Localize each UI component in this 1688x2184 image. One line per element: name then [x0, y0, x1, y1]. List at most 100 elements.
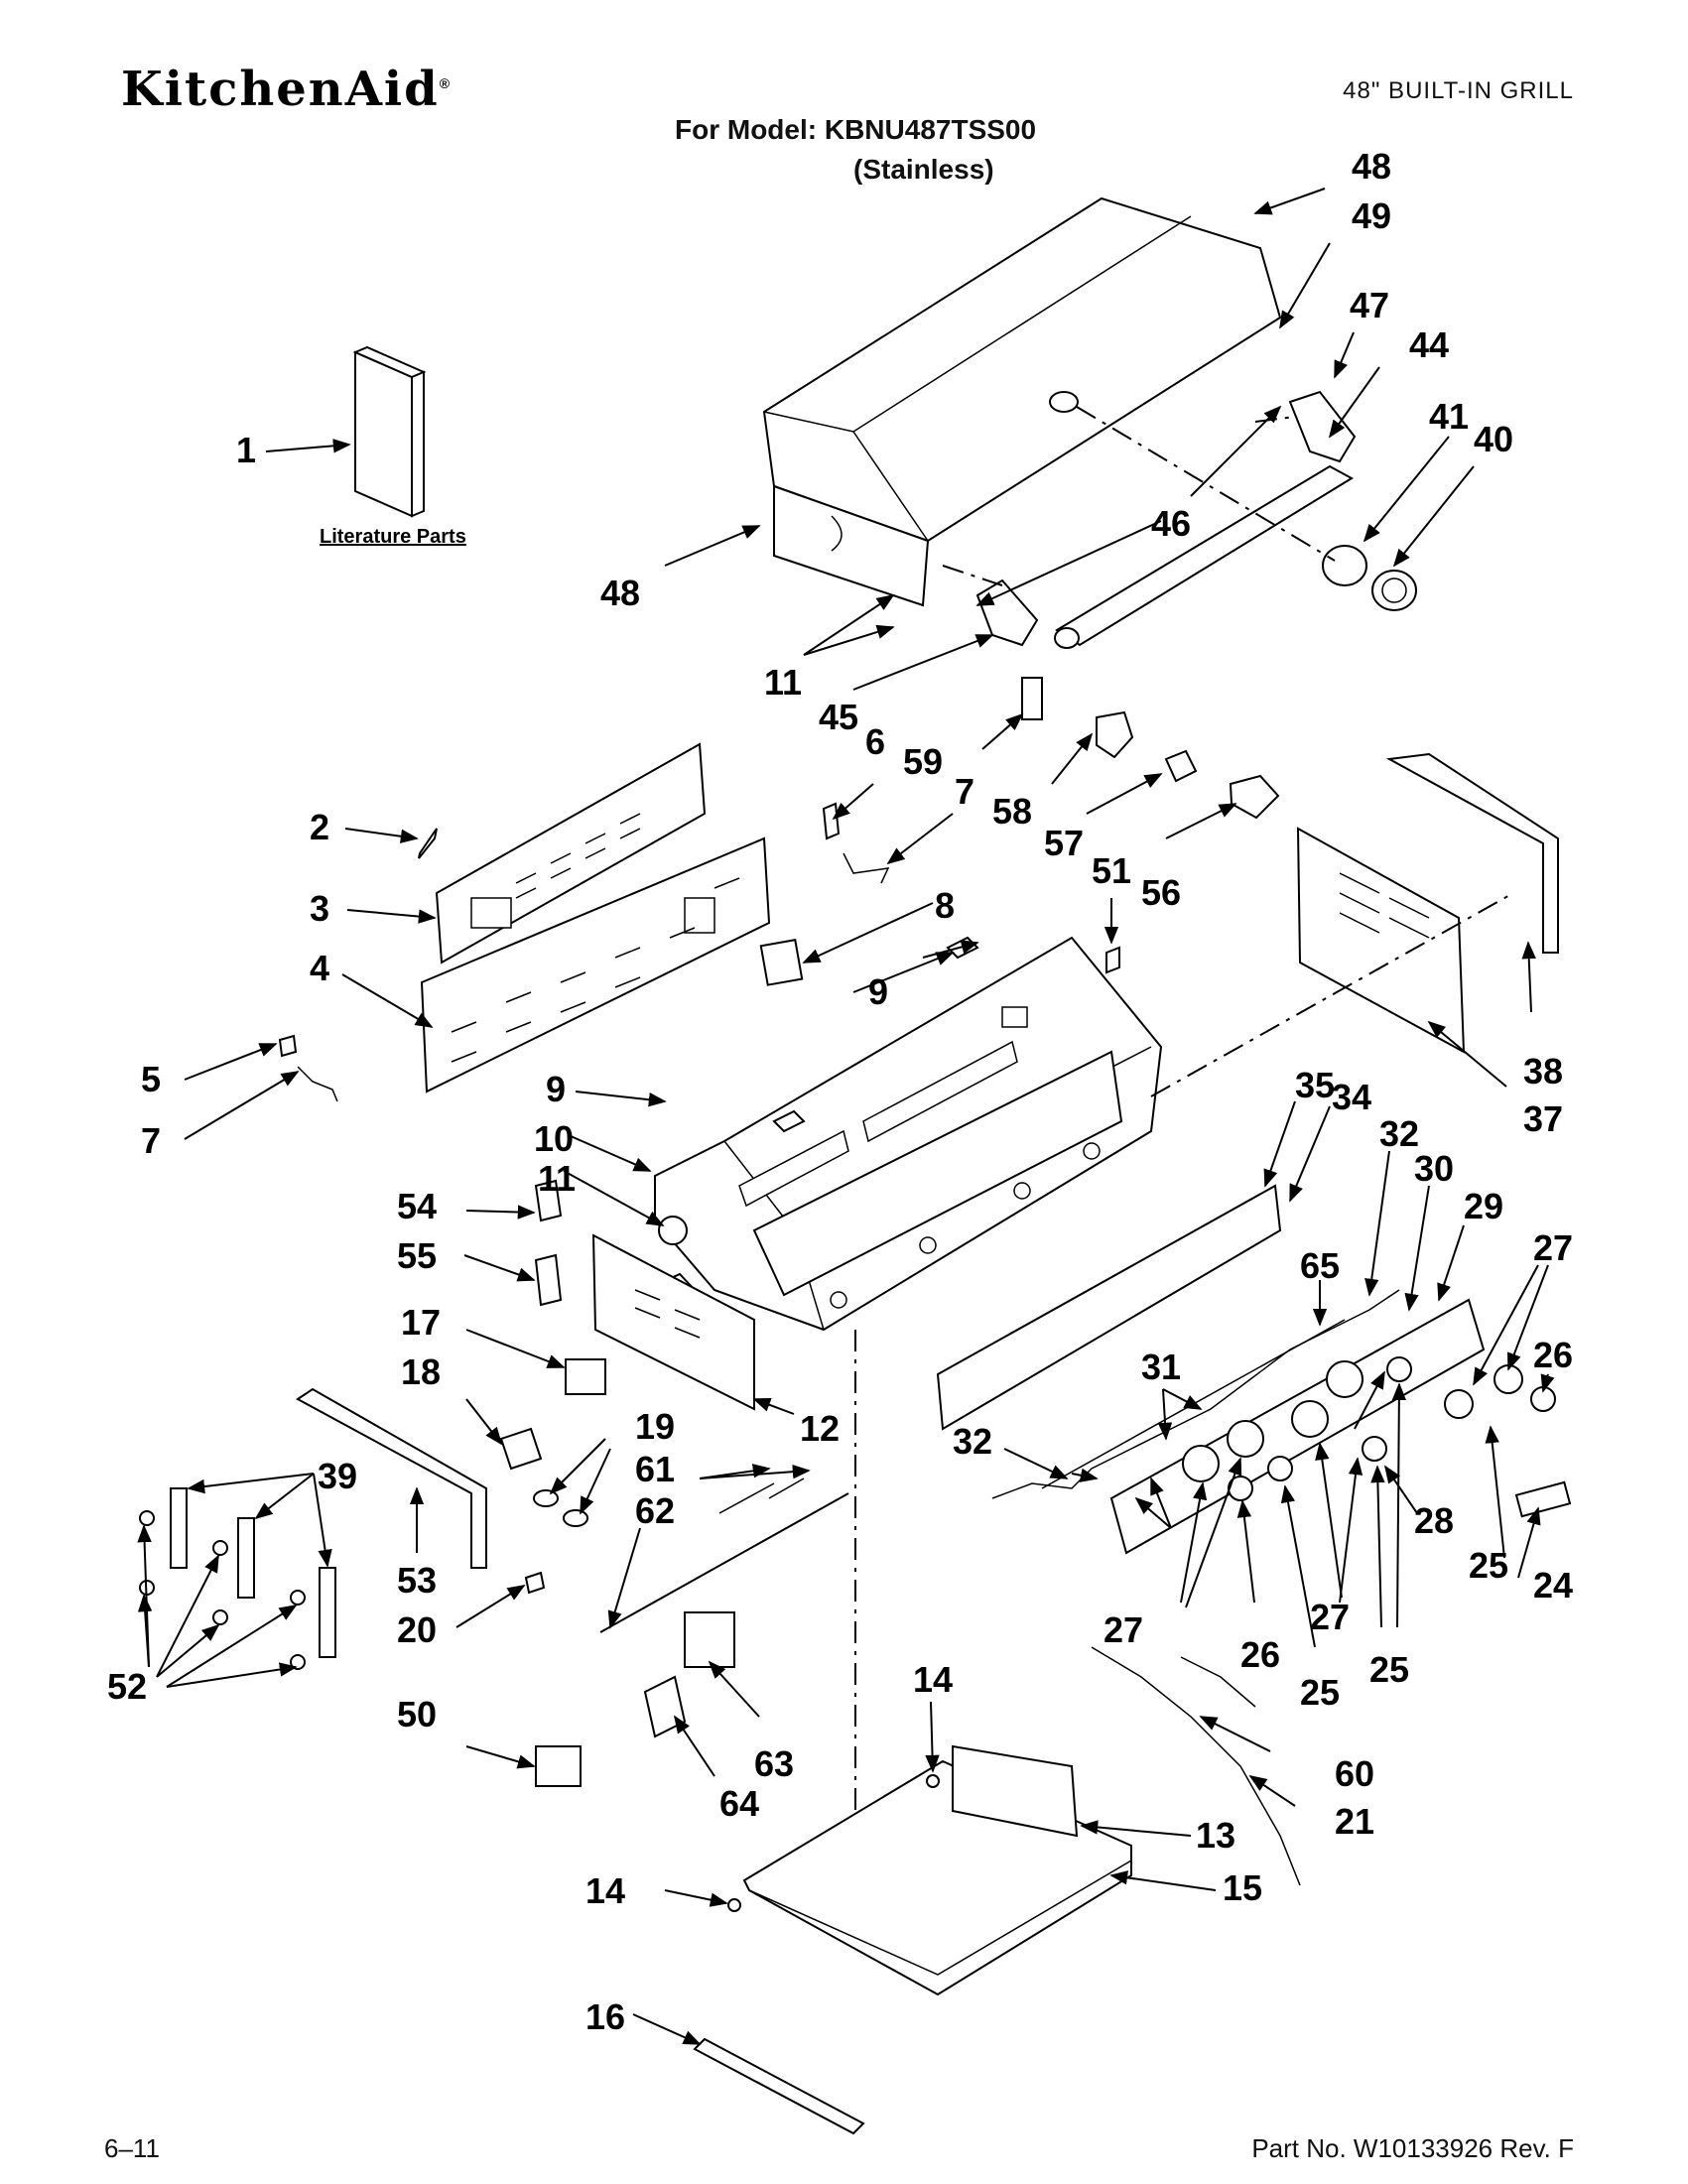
callout-52: 52: [107, 1666, 147, 1707]
callout-51: 51: [1092, 850, 1131, 891]
callout-7-left: 7: [141, 1120, 161, 1161]
switch-20: [524, 1571, 546, 1595]
callout-25-low: 25: [1369, 1649, 1409, 1690]
callout-64: 64: [719, 1783, 759, 1824]
hood-handle: [975, 390, 1357, 649]
knobs: [1228, 1356, 1556, 1501]
bracket-53: [296, 1387, 487, 1569]
callout-39: 39: [318, 1456, 357, 1496]
callout-44: 44: [1409, 324, 1449, 365]
callout-30: 30: [1414, 1148, 1454, 1189]
callout-37: 37: [1523, 1098, 1563, 1139]
clip-51: [1105, 946, 1120, 974]
callout-60: 60: [1335, 1753, 1374, 1794]
washers-52: [139, 1510, 306, 1670]
clip-5: [278, 1034, 298, 1058]
callout-21: 21: [1335, 1801, 1374, 1842]
module-18: [499, 1427, 543, 1471]
valve-58: [1096, 710, 1134, 759]
callout-11-top: 11: [764, 662, 802, 703]
callout-14-left: 14: [585, 1870, 625, 1911]
callout-28: 28: [1414, 1500, 1454, 1541]
electrodes-61: [718, 1477, 805, 1514]
product-title: 48" BUILT-IN GRILL: [1343, 77, 1574, 104]
callout-4: 4: [310, 948, 329, 988]
leg-39c: [319, 1567, 336, 1658]
callout-20: 20: [397, 1609, 437, 1650]
callout-65: 65: [1300, 1245, 1340, 1286]
callout-9-left: 9: [546, 1069, 566, 1109]
callout-5: 5: [141, 1059, 161, 1099]
callout-32-top: 32: [1379, 1113, 1419, 1154]
callout-54: 54: [397, 1186, 437, 1226]
callout-62: 62: [635, 1490, 675, 1531]
callout-47: 47: [1350, 285, 1389, 325]
callout-25-mid: 25: [1300, 1672, 1340, 1713]
callout-15: 15: [1223, 1867, 1262, 1908]
bumper-14a: [926, 1774, 940, 1788]
callout-57: 57: [1044, 823, 1084, 863]
leg-39b: [237, 1517, 255, 1599]
callout-26-mid: 26: [1240, 1634, 1280, 1675]
callout-55: 55: [397, 1235, 437, 1276]
control-panel-29: [1109, 1298, 1523, 1555]
wire-7: [843, 852, 890, 884]
thermometer: [1322, 545, 1417, 611]
callout-27-left: 27: [1104, 1609, 1143, 1650]
callout-35: 35: [1295, 1065, 1335, 1105]
panel-3: [435, 742, 707, 964]
callout-61: 61: [635, 1449, 675, 1489]
callout-59: 59: [903, 741, 943, 782]
literature-label: Literature Parts: [320, 526, 466, 548]
valve-56: [1229, 774, 1280, 820]
callout-40: 40: [1474, 419, 1513, 459]
finish-line: (Stainless): [853, 154, 994, 185]
bumper-14b: [727, 1898, 741, 1912]
callout-17: 17: [401, 1302, 441, 1343]
transformer-17: [565, 1358, 606, 1395]
callout-12: 12: [800, 1408, 840, 1449]
callout-13: 13: [1196, 1815, 1235, 1856]
model-line: For Model: KBNU487TSS00: [675, 114, 1037, 145]
callout-27-mid: 27: [1310, 1597, 1350, 1637]
callout-50: 50: [397, 1694, 437, 1734]
callout-25-right: 25: [1469, 1545, 1508, 1586]
callout-14-top: 14: [913, 1659, 953, 1700]
side-panel-37: [1296, 827, 1466, 1054]
literature-book: [352, 345, 427, 518]
wire-harness: [991, 1289, 1400, 1499]
footer-part-number: Part No. W10133926 Rev. F: [1251, 2133, 1574, 2163]
callout-18: 18: [401, 1351, 441, 1392]
bracket-54: [534, 1179, 563, 1222]
clip-9a: [772, 1109, 806, 1133]
callout-46: 46: [1151, 503, 1191, 544]
cord-60: [1180, 1656, 1256, 1708]
callout-41: 41: [1429, 396, 1469, 437]
callout-16: 16: [585, 1996, 625, 2037]
callout-48-left: 48: [600, 573, 640, 613]
bracket-59: [1021, 677, 1043, 720]
wire-7b: [297, 1066, 338, 1102]
power-supply-50: [535, 1745, 582, 1787]
trim-38: [1385, 752, 1559, 954]
callout-34: 34: [1332, 1077, 1371, 1117]
callout-3: 3: [310, 888, 329, 929]
grommet-19a: [533, 1489, 559, 1507]
plate-8: [759, 939, 804, 986]
rail-16: [693, 2037, 865, 2135]
grill-hood: [762, 196, 1282, 607]
footer-date: 6–11: [104, 2133, 160, 2163]
callout-32-left: 32: [953, 1421, 992, 1462]
callout-31: 31: [1141, 1347, 1181, 1387]
bracket-57: [1164, 749, 1198, 783]
callout-58: 58: [992, 791, 1032, 832]
grommet-19b: [563, 1509, 588, 1527]
brand-logo: KitchenAid®: [121, 62, 453, 117]
firebox: [654, 936, 1163, 1332]
leg-39a: [170, 1487, 188, 1569]
callout-26-right: 26: [1533, 1335, 1573, 1375]
callout-10: 10: [534, 1118, 574, 1159]
callout-1: 1: [236, 430, 256, 470]
callout-8: 8: [935, 885, 955, 926]
